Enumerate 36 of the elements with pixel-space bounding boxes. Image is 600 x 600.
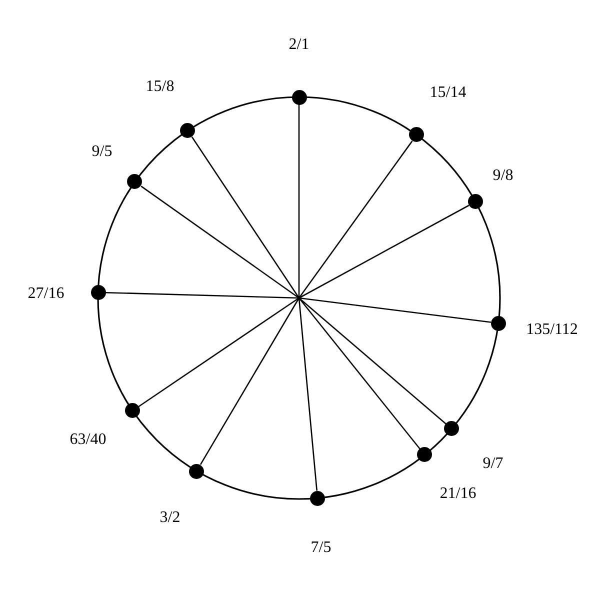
ratio-label: 15/8: [146, 78, 174, 96]
point-dot: [409, 127, 424, 142]
spoke-line: [106, 292, 300, 299]
spoke-line: [298, 298, 420, 450]
ratio-label: 2/1: [288, 36, 310, 54]
point-dot: [90, 284, 106, 300]
point-dot: [490, 316, 506, 331]
spoke-line: [298, 298, 446, 424]
point-dot: [292, 90, 306, 104]
ratio-label: 27/16: [28, 285, 64, 303]
point-dot: [125, 403, 140, 418]
ratio-label: 63/40: [70, 431, 106, 449]
point-dot: [468, 194, 483, 210]
spoke-line: [298, 104, 300, 298]
ratio-label: 9/7: [482, 455, 504, 473]
ratio-label: 9/8: [492, 167, 514, 185]
ratio-label: 21/16: [440, 485, 476, 503]
spoke-line: [138, 297, 300, 408]
point-dot: [180, 123, 196, 138]
point-dot: [127, 174, 142, 190]
point-dot: [444, 421, 460, 436]
ratio-label: 9/5: [92, 143, 112, 161]
spoke-line: [200, 298, 300, 465]
ratio-label: 7/5: [310, 539, 332, 557]
point-dot: [189, 464, 204, 478]
spoke-line: [191, 136, 300, 298]
spoke-line: [298, 204, 470, 299]
spoke-line: [298, 298, 318, 491]
point-dot: [310, 490, 326, 506]
spoke-line: [298, 297, 492, 323]
point-dot: [417, 447, 432, 462]
ratio-label: 3/2: [160, 509, 180, 527]
ratio-label: 15/14: [430, 84, 466, 102]
spoke-line: [298, 140, 413, 298]
spoke-line: [140, 186, 300, 299]
ratio-label: 135/112: [526, 321, 578, 339]
